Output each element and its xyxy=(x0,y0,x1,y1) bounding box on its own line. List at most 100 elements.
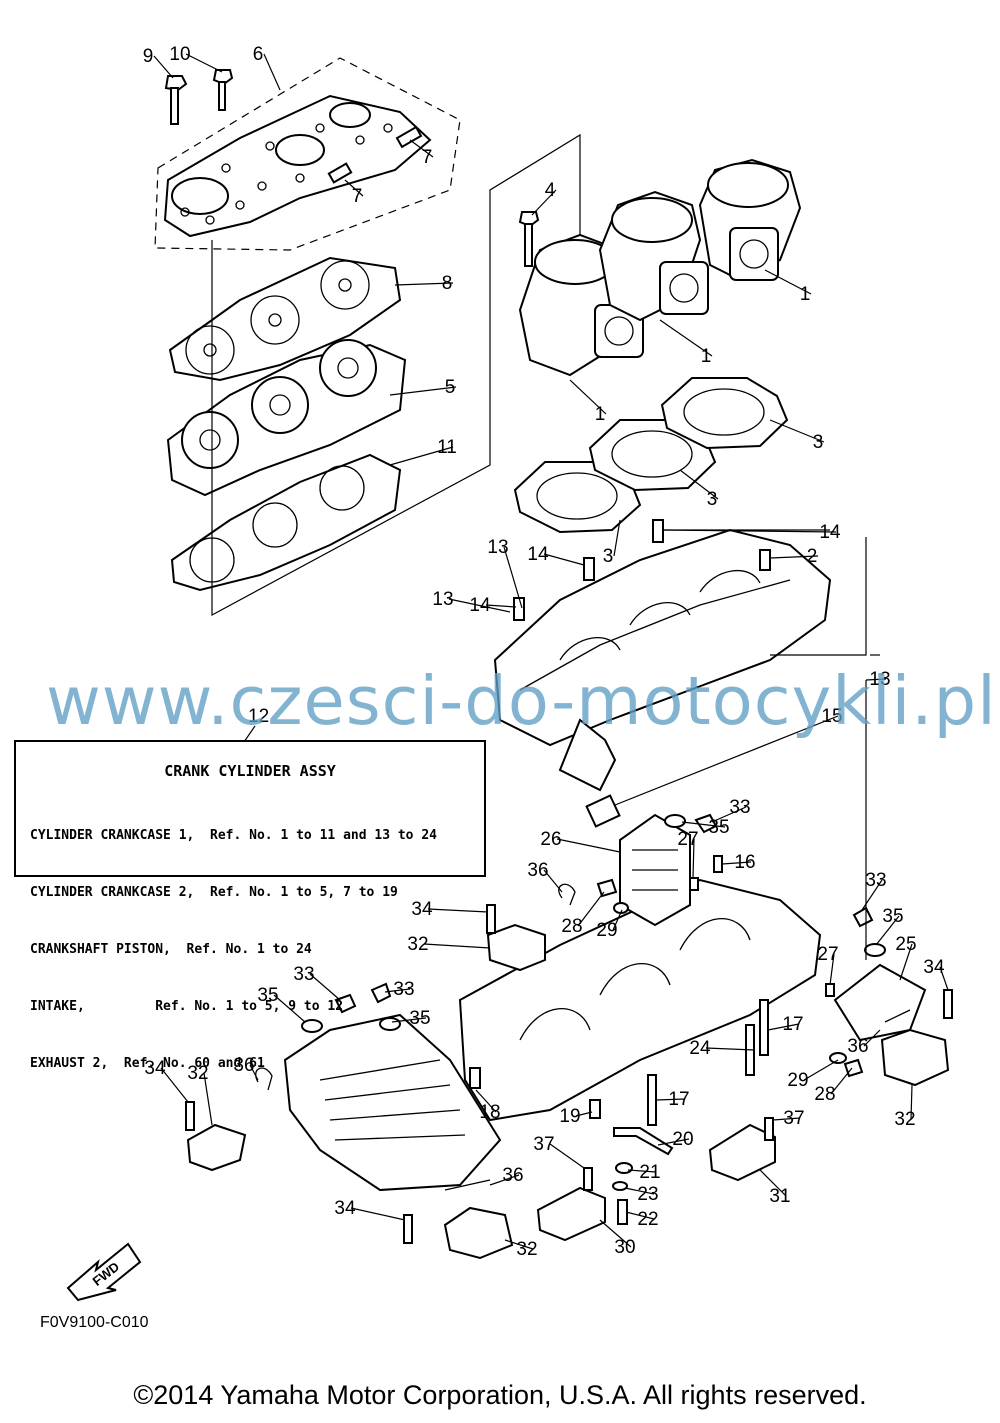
callout-leader-line xyxy=(185,53,223,73)
callout-number: 21 xyxy=(639,1162,660,1183)
engine-mount-25 xyxy=(833,963,927,1042)
callout-number: 34 xyxy=(334,1198,356,1219)
callout-number: 25 xyxy=(895,934,916,955)
assy-ref-leader xyxy=(243,725,256,743)
pin-16 xyxy=(713,855,723,873)
callout-leader-line xyxy=(549,1143,585,1169)
callout-leader-line xyxy=(475,1089,497,1113)
callout-leader-line xyxy=(543,869,563,893)
callout-leader-line xyxy=(389,446,454,466)
callout-leader-line xyxy=(679,469,719,500)
bolt-33 xyxy=(334,993,357,1014)
callout-number: 26 xyxy=(540,829,561,850)
callout-leader-line xyxy=(769,555,819,559)
bolt-33 xyxy=(852,906,874,928)
head-gasket-11 xyxy=(170,453,402,592)
bracket-20 xyxy=(613,1127,674,1156)
bolt-19 xyxy=(589,1099,601,1119)
callout-leader-line xyxy=(384,988,411,993)
callout-number: 28 xyxy=(561,916,582,937)
callout-number: 32 xyxy=(516,1239,537,1260)
rubber-damper-30 xyxy=(536,1186,606,1242)
callout-leader-line xyxy=(659,319,713,357)
callout-number: 34 xyxy=(923,957,945,978)
callout-number: 14 xyxy=(527,544,549,565)
callout-leader-line xyxy=(692,838,695,879)
bolt-37 xyxy=(764,1117,774,1141)
callout-leader-line xyxy=(556,838,621,853)
callout-leader-line xyxy=(612,909,623,931)
rubber-damper-31 xyxy=(708,1123,776,1182)
forward-arrow-icon: FWD xyxy=(66,1242,142,1302)
washer-35 xyxy=(379,1017,401,1031)
callout-leader-line xyxy=(448,598,511,613)
callout-number: 24 xyxy=(689,1038,711,1059)
bolt-37 xyxy=(583,1167,593,1191)
crankcase-cover xyxy=(283,1013,502,1192)
callout-leader-line xyxy=(344,179,364,197)
dowel-pin-14 xyxy=(513,597,525,621)
bolt-18 xyxy=(469,1067,481,1089)
callout-number: 33 xyxy=(293,964,314,985)
callout-number: 14 xyxy=(819,522,841,543)
callout-number: 29 xyxy=(596,920,617,941)
callout-leader-line xyxy=(861,879,883,911)
washer-35 xyxy=(864,943,886,957)
callout-number: 27 xyxy=(817,944,838,965)
callout-leader-line xyxy=(543,553,585,566)
bolt-17 xyxy=(759,999,769,1056)
callout-leader-line xyxy=(863,1029,881,1047)
callout-number: 13 xyxy=(869,669,890,690)
callout-number: 10 xyxy=(169,44,190,65)
callout-leader-line xyxy=(531,189,557,216)
stud-bolt-4 xyxy=(518,211,540,267)
crankcase-upper-13 xyxy=(493,528,832,792)
cylinder-gasket-3 xyxy=(513,461,642,534)
dowel-pin-14 xyxy=(652,519,664,543)
cylinder-head-cover-6 xyxy=(154,57,461,251)
diagram-code: F0V9100-C010 xyxy=(40,1314,149,1331)
callout-number: 18 xyxy=(479,1102,500,1123)
callout-number: 37 xyxy=(533,1134,554,1155)
callout-leader-line xyxy=(504,1239,534,1250)
bolt-10 xyxy=(212,69,234,111)
callout-leader-line xyxy=(875,915,900,946)
clip-36 xyxy=(884,1009,911,1023)
callout-leader-line xyxy=(721,861,752,865)
callout-leader-line xyxy=(309,973,341,1001)
callout-leader-line xyxy=(711,806,747,823)
callout-number: 34 xyxy=(411,899,433,920)
callout-number: 1 xyxy=(595,404,606,425)
callout-leader-line xyxy=(865,678,887,681)
callout-number: 1 xyxy=(800,284,811,305)
callout-number: 29 xyxy=(787,1070,808,1091)
callout-number: 30 xyxy=(614,1237,635,1258)
callout-leader-line xyxy=(391,1017,427,1023)
callout-leader-line xyxy=(705,1047,755,1051)
callout-leader-line xyxy=(389,386,457,396)
callout-number: 3 xyxy=(603,546,614,567)
callout-number: 19 xyxy=(559,1106,580,1127)
pin-27 xyxy=(825,983,835,997)
callout-leader-line xyxy=(663,529,837,533)
callout-number: 36 xyxy=(502,1165,523,1186)
callout-number: 27 xyxy=(677,829,698,850)
callout-number: 3 xyxy=(813,432,824,453)
callout-number: 13 xyxy=(487,537,508,558)
callout-leader-line xyxy=(569,379,607,415)
engine-mount-32 xyxy=(880,1028,950,1087)
callout-number: 15 xyxy=(821,706,842,727)
callout-leader-line xyxy=(829,953,835,986)
assy-lines: CYLINDER CRANKCASE 1, Ref. No. 1 to 11 a… xyxy=(30,788,437,1111)
callout-number: 17 xyxy=(668,1089,689,1110)
callout-number: 33 xyxy=(729,797,750,818)
bolt-34 xyxy=(943,989,953,1019)
callout-number: 2 xyxy=(807,546,818,567)
callout-leader-line xyxy=(625,1211,655,1220)
callout-number: 3 xyxy=(707,489,718,510)
callout-leader-line xyxy=(203,1072,213,1126)
callout-number: 35 xyxy=(882,906,903,927)
callout-leader-line xyxy=(485,604,517,608)
callout-leader-line xyxy=(613,519,621,557)
